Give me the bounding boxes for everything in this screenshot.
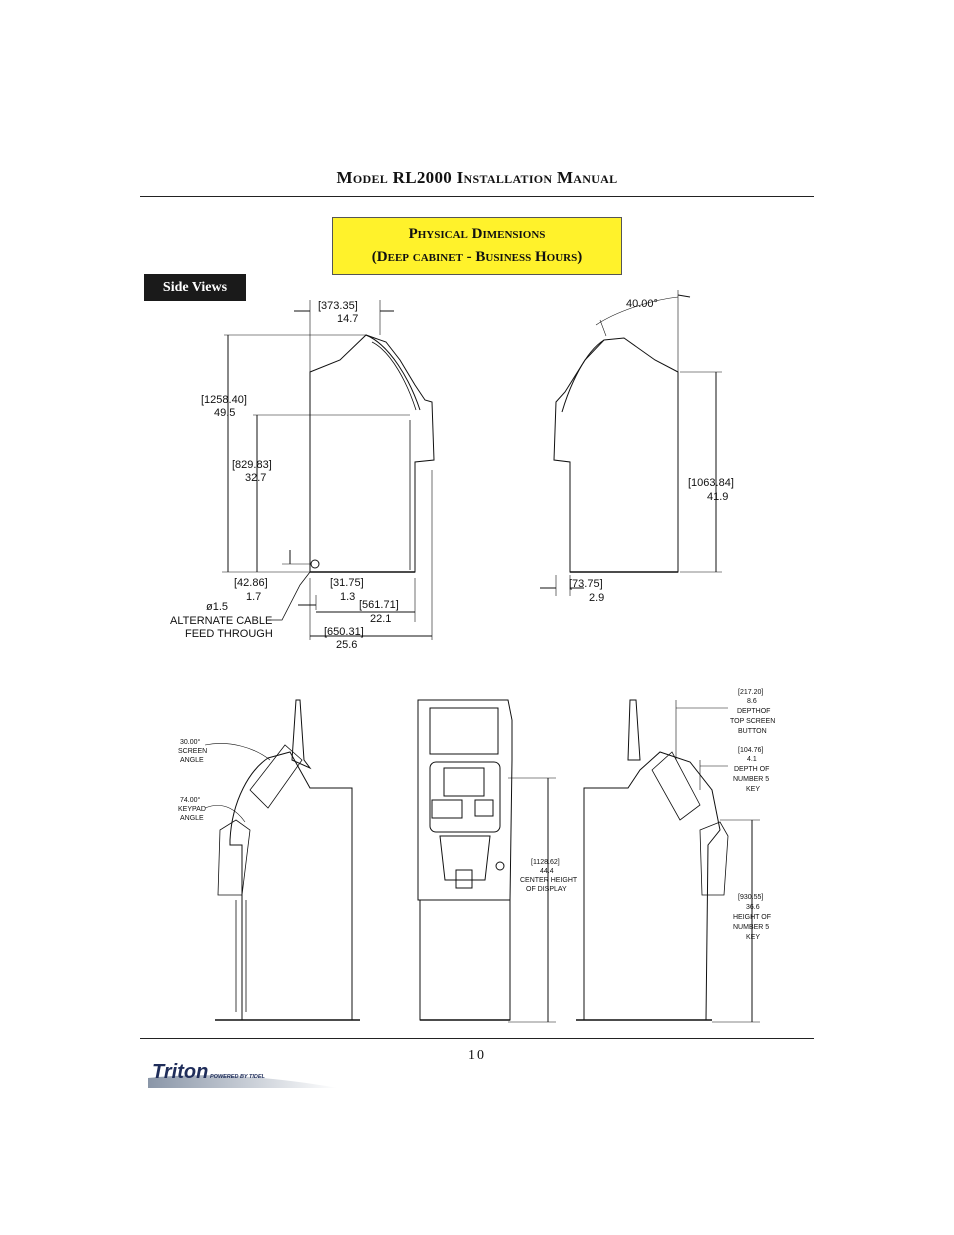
dim-text: [42.86] — [234, 577, 268, 589]
depth-screen-text: 8.6 — [747, 698, 757, 705]
center-height-text: 44.4 — [540, 868, 554, 875]
depth-screen-text: [217.20] — [738, 689, 763, 696]
page-number: 10 — [468, 1048, 486, 1063]
dim-text: 32.7 — [245, 472, 266, 484]
screen-angle-text: 30.00° — [180, 738, 201, 746]
dim-text: 49.5 — [214, 407, 235, 419]
keypad-angle-text: ANGLE — [180, 815, 204, 822]
depth-key-text: NUMBER 5 — [733, 776, 769, 783]
cable-label: ALTERNATE CABLE — [170, 615, 272, 627]
depth-key-text: KEY — [746, 786, 760, 793]
screen-angle-text: SCREEN — [178, 748, 207, 755]
dim-text: 2.9 — [589, 592, 604, 604]
hole-diameter-text: ø1.5 — [206, 601, 228, 613]
dim-text: 41.9 — [707, 491, 728, 503]
height-key-text: [930.55] — [738, 894, 763, 901]
header-title: Model RL2000 Installation Manual — [336, 168, 618, 187]
footer-rule — [140, 1038, 814, 1039]
dim-text: [1063.84] — [688, 477, 734, 489]
dim-text: 25.6 — [336, 639, 357, 651]
depth-key-text: DEPTH OF — [734, 766, 769, 773]
bottom-left-side-drawing — [204, 699, 360, 1021]
dim-text: [73.75] — [569, 578, 603, 590]
screen-angle-text: ANGLE — [180, 757, 204, 764]
dim-text: 22.1 — [370, 613, 391, 625]
dim-text: 1.7 — [246, 591, 261, 603]
keypad-angle-text: 74.00° — [180, 796, 201, 804]
cable-label: FEED THROUGH — [185, 628, 273, 640]
logo-tagline: POWERED BY TIDEL — [210, 1074, 266, 1080]
depth-screen-text: DEPTHOF — [737, 708, 770, 715]
dim-text: [829.83] — [232, 459, 272, 471]
section-title-line2: (Deep cabinet - Business Hours) — [371, 249, 583, 265]
dim-text: [650.31] — [324, 626, 364, 638]
dim-text: 1.3 — [340, 591, 355, 603]
side-view-right-drawing — [540, 290, 722, 596]
side-views-label: Side Views — [144, 274, 246, 301]
depth-screen-text: TOP SCREEN — [730, 718, 775, 725]
depth-screen-text: BUTTON — [738, 728, 767, 735]
header-rule — [140, 196, 814, 197]
center-height-text: OF DISPLAY — [526, 886, 567, 893]
center-height-text: [1128.62] — [531, 859, 560, 866]
height-key-text: 36.6 — [746, 904, 760, 911]
triton-logo: Triton POWERED BY TIDEL — [148, 1061, 338, 1088]
height-key-text: KEY — [746, 934, 760, 941]
logo-brand: Triton — [152, 1061, 208, 1083]
dim-text: [31.75] — [330, 577, 364, 589]
depth-key-text: [104.76] — [738, 747, 763, 754]
section-title-box: Physical Dimensions (Deep cabinet - Busi… — [332, 217, 622, 275]
dim-text: [561.71] — [359, 599, 399, 611]
depth-key-text: 4.1 — [747, 756, 757, 763]
dim-text: [373.35] — [318, 300, 358, 312]
height-key-text: NUMBER 5 — [733, 924, 769, 931]
bottom-center-front-drawing — [417, 699, 556, 1023]
bottom-right-side-drawing — [576, 699, 760, 1023]
dim-text: 14.7 — [337, 313, 358, 325]
dim-text: [1258.40] — [201, 394, 247, 406]
section-title-line1: Physical Dimensions — [408, 226, 546, 242]
height-key-text: HEIGHT OF — [733, 914, 771, 921]
center-height-text: CENTER HEIGHT — [520, 877, 578, 884]
angle-text: 40.00° — [626, 298, 658, 310]
keypad-angle-text: KEYPAD — [178, 806, 206, 813]
side-view-left-drawing — [222, 300, 435, 640]
